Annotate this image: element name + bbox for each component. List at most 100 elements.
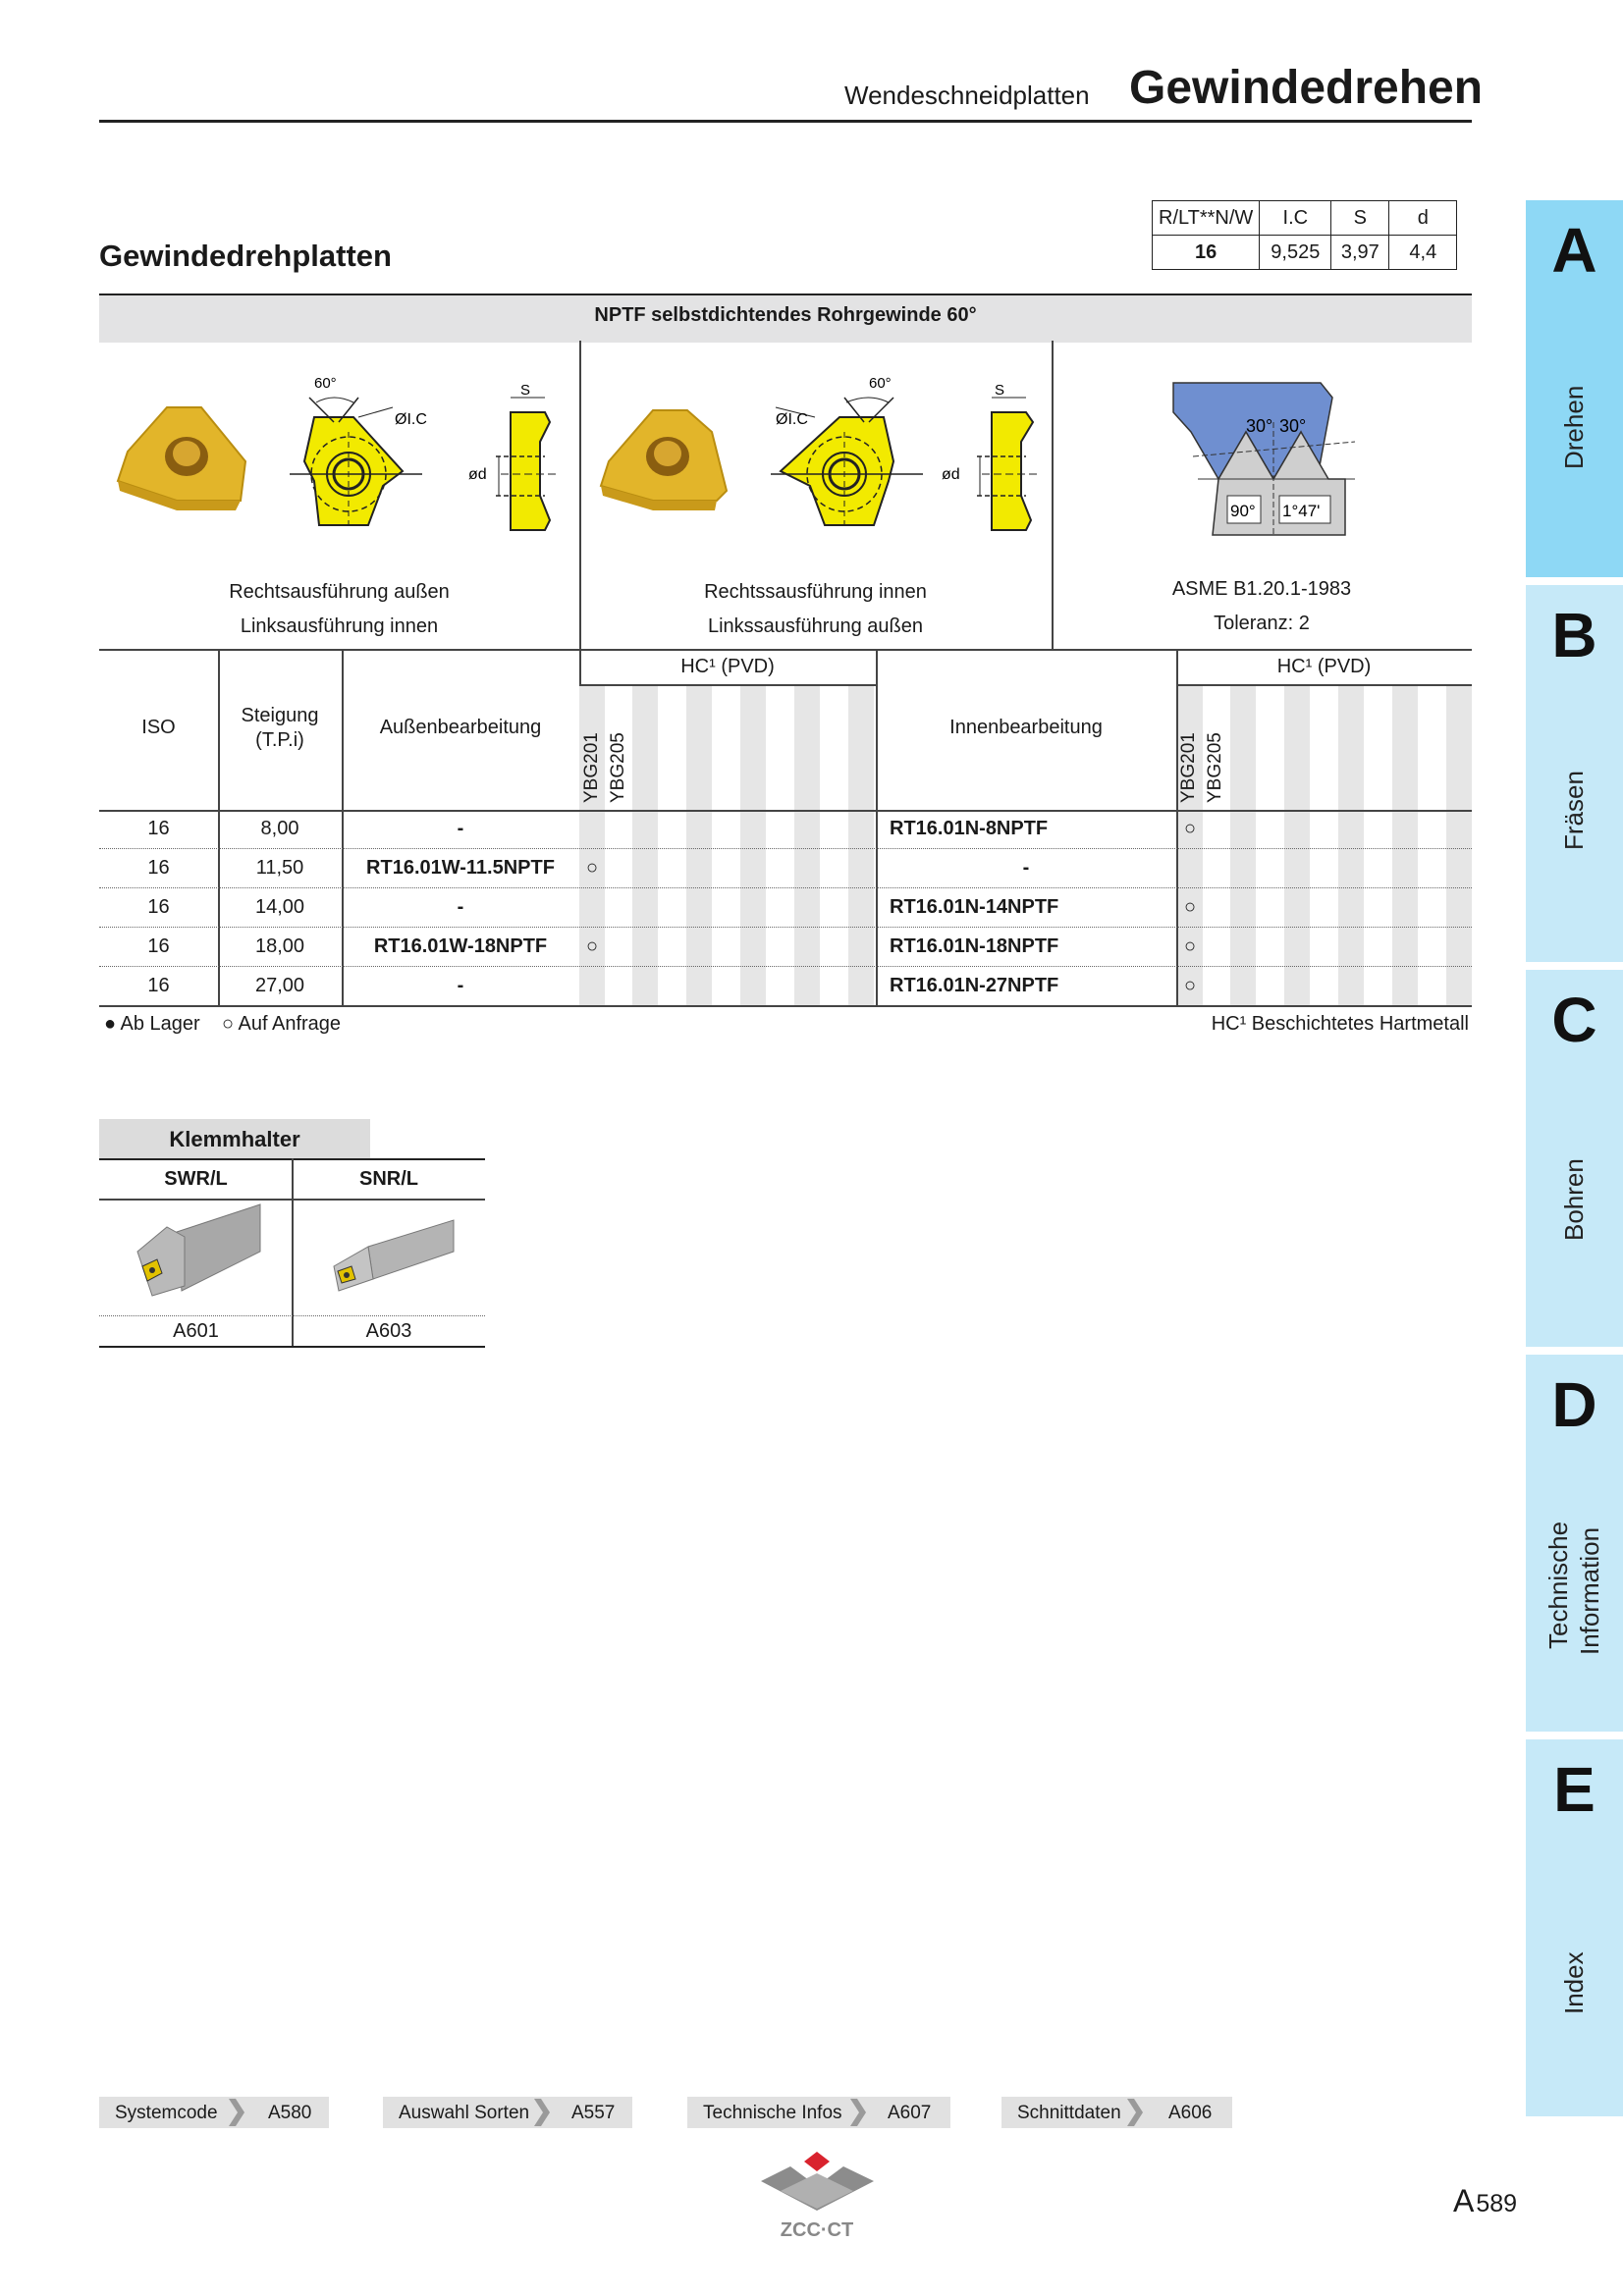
- cell-int-grade: ○: [1183, 975, 1197, 996]
- insert-diagram-middle: 60° ØI.C S ød: [599, 375, 1041, 531]
- cell-iso: 16: [147, 975, 170, 996]
- insert-3d-icon: [116, 406, 247, 510]
- tab-word-d2: Information: [1575, 1526, 1604, 1655]
- band-title: NPTF selbstdichtendes Rohrgewinde 60°: [594, 304, 977, 326]
- caption-left-1: Rechtsausführung außen: [229, 581, 450, 603]
- tab-letter-c: C: [1551, 985, 1597, 1055]
- cell-ext: -: [457, 818, 464, 839]
- label-147: 1°47': [1282, 502, 1320, 520]
- grade-shade: [1338, 685, 1364, 1006]
- page-num: 589: [1476, 2190, 1518, 2217]
- holder-col-snr: SNR/L: [359, 1168, 418, 1190]
- tab-word-b: Fräsen: [1559, 771, 1589, 850]
- grade-shade: [794, 685, 820, 1006]
- grade-ybg205: YBG205: [608, 732, 628, 803]
- row-separator: [99, 1315, 485, 1316]
- grade-group-right: HC¹ (PVD): [1276, 656, 1372, 677]
- col-internal: Innenbearbeitung: [949, 717, 1103, 738]
- tab-letter-a: A: [1551, 215, 1597, 286]
- table-rule: [1176, 684, 1472, 686]
- cell-iso: 16: [147, 935, 170, 957]
- dim-value: 3,97: [1330, 235, 1390, 270]
- nav-page: A580: [268, 2103, 312, 2123]
- cell-int-grade: ○: [1183, 935, 1197, 957]
- cell-int: RT16.01N-27NPTF: [890, 975, 1059, 996]
- table-rule: [99, 649, 1472, 651]
- dim-value: 9,525: [1259, 235, 1332, 270]
- table-rule: [99, 1005, 1472, 1007]
- insert-side-icon: [977, 397, 1041, 531]
- tab-letter-e: E: [1553, 1754, 1596, 1825]
- divider: [218, 649, 220, 1006]
- nav-label: Systemcode: [115, 2103, 218, 2123]
- nav-label: Technische Infos: [703, 2103, 842, 2123]
- nav-page: A557: [571, 2103, 616, 2123]
- row-separator: [99, 927, 1472, 928]
- cell-ext-grade: ○: [585, 935, 599, 957]
- dimension-table: R/LT**N/W I.C S d 16 9,525 3,97 4,4: [1151, 200, 1458, 270]
- table-rule: [579, 684, 876, 686]
- label-30a: 30°: [1246, 416, 1272, 436]
- logo-text: ZCC·CT: [781, 2219, 853, 2240]
- label-ic: ØI.C: [776, 411, 808, 428]
- row-separator: [99, 848, 1472, 849]
- tab-word-e: Index: [1559, 1951, 1589, 2014]
- nav-schnittdaten[interactable]: Schnittdaten A606: [1001, 2097, 1232, 2128]
- tab-d[interactable]: [1526, 1355, 1623, 1732]
- dim-header: d: [1388, 200, 1458, 236]
- caption-right-1: ASME B1.20.1-1983: [1171, 578, 1352, 600]
- zcc-logo-icon: ZCC·CT: [761, 2152, 874, 2240]
- grade-ybg201: YBG201: [1178, 732, 1199, 803]
- cell-pitch: 14,00: [254, 896, 305, 918]
- tab-word-a: Drehen: [1559, 385, 1589, 469]
- header-subtitle: Wendeschneidplatten: [844, 80, 1090, 110]
- cell-ext: -: [457, 975, 464, 996]
- insert-diagram-left: 60° ØI.C S ød: [116, 375, 560, 531]
- tab-c[interactable]: [1526, 970, 1623, 1347]
- cell-iso: 16: [147, 818, 170, 839]
- col-pitch: Steigung: [241, 705, 319, 726]
- dim-value: 16: [1151, 235, 1261, 270]
- nav-page: A606: [1168, 2103, 1213, 2123]
- nav-technische-infos[interactable]: Technische Infos A607: [687, 2097, 950, 2128]
- tab-word-d1: Technische: [1543, 1521, 1573, 1649]
- nav-page: A607: [888, 2103, 932, 2123]
- cell-pitch: 27,00: [254, 975, 305, 996]
- holder-header-box: [99, 1119, 370, 1158]
- tab-b[interactable]: [1526, 585, 1623, 962]
- grade-shade: [1446, 685, 1472, 1006]
- grade-shade: [1177, 685, 1203, 1006]
- cell-ext: RT16.01W-11.5NPTF: [366, 857, 555, 879]
- tab-a[interactable]: [1526, 200, 1623, 577]
- caption-left-2: Linksausführung innen: [240, 615, 439, 637]
- grade-shade: [1230, 685, 1256, 1006]
- grade-shade: [632, 685, 658, 1006]
- nav-auswahl-sorten[interactable]: Auswahl Sorten A557: [383, 2097, 632, 2128]
- tab-e[interactable]: [1526, 1739, 1623, 2116]
- grade-shade: [1284, 685, 1310, 1006]
- chevron-right-icon: [534, 2099, 550, 2126]
- cell-iso: 16: [147, 857, 170, 879]
- cell-ext: RT16.01W-18NPTF: [373, 935, 548, 957]
- grade-shade: [740, 685, 766, 1006]
- caption-right-2: Toleranz: 2: [1214, 613, 1310, 634]
- label-angle: 60°: [869, 375, 892, 392]
- label-angle: 60°: [314, 375, 337, 392]
- holder-title: Klemmhalter: [169, 1127, 300, 1151]
- divider: [342, 649, 344, 1006]
- dim-header: R/LT**N/W: [1151, 200, 1261, 236]
- section-title: Gewindedrehplatten: [99, 239, 392, 273]
- grade-shade: [848, 685, 874, 1006]
- tab-letter-d: D: [1551, 1369, 1597, 1440]
- header-title: Gewindedrehen: [1129, 62, 1484, 114]
- insert-side-icon: [496, 397, 560, 531]
- col-iso: ISO: [141, 717, 176, 738]
- dim-header: S: [1330, 200, 1390, 236]
- holder-snr-image: [333, 1219, 455, 1292]
- label-s: S: [520, 382, 530, 399]
- insert-front-icon: [771, 397, 923, 530]
- chevron-right-icon: [229, 2099, 244, 2126]
- row-separator: [99, 966, 1472, 967]
- legend-request: ○ Auf Anfrage: [222, 1013, 342, 1035]
- nav-systemcode[interactable]: Systemcode A580: [99, 2097, 329, 2128]
